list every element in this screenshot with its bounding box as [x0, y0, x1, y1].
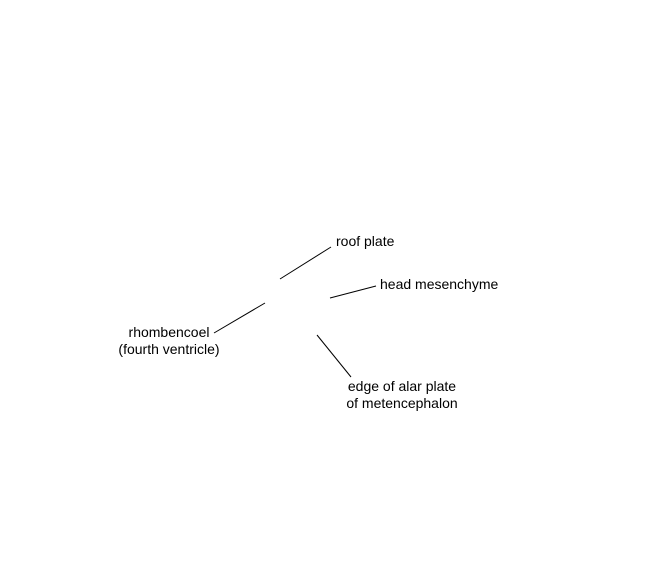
rhombencoel-leader	[213, 302, 266, 334]
head-mesenchyme-label: head mesenchyme	[380, 276, 498, 293]
head-mesenchyme-leader	[329, 285, 377, 299]
roof-plate-leader	[279, 246, 332, 280]
rhombencoel-text-line2: (fourth ventricle)	[118, 341, 220, 357]
alar-plate-text-line1: edge of alar plate	[347, 378, 457, 394]
alar-plate-leader	[316, 334, 352, 378]
rhombencoel-label: rhombencoel (fourth ventricle)	[104, 324, 234, 358]
rhombencoel-text-line1: rhombencoel	[128, 324, 210, 340]
alar-plate-text-line2: of metencephalon	[346, 395, 458, 411]
roof-plate-text: roof plate	[336, 233, 395, 249]
head-mesenchyme-text: head mesenchyme	[380, 276, 499, 292]
roof-plate-label: roof plate	[336, 233, 394, 250]
alar-plate-label: edge of alar plate of metencephalon	[332, 378, 472, 412]
